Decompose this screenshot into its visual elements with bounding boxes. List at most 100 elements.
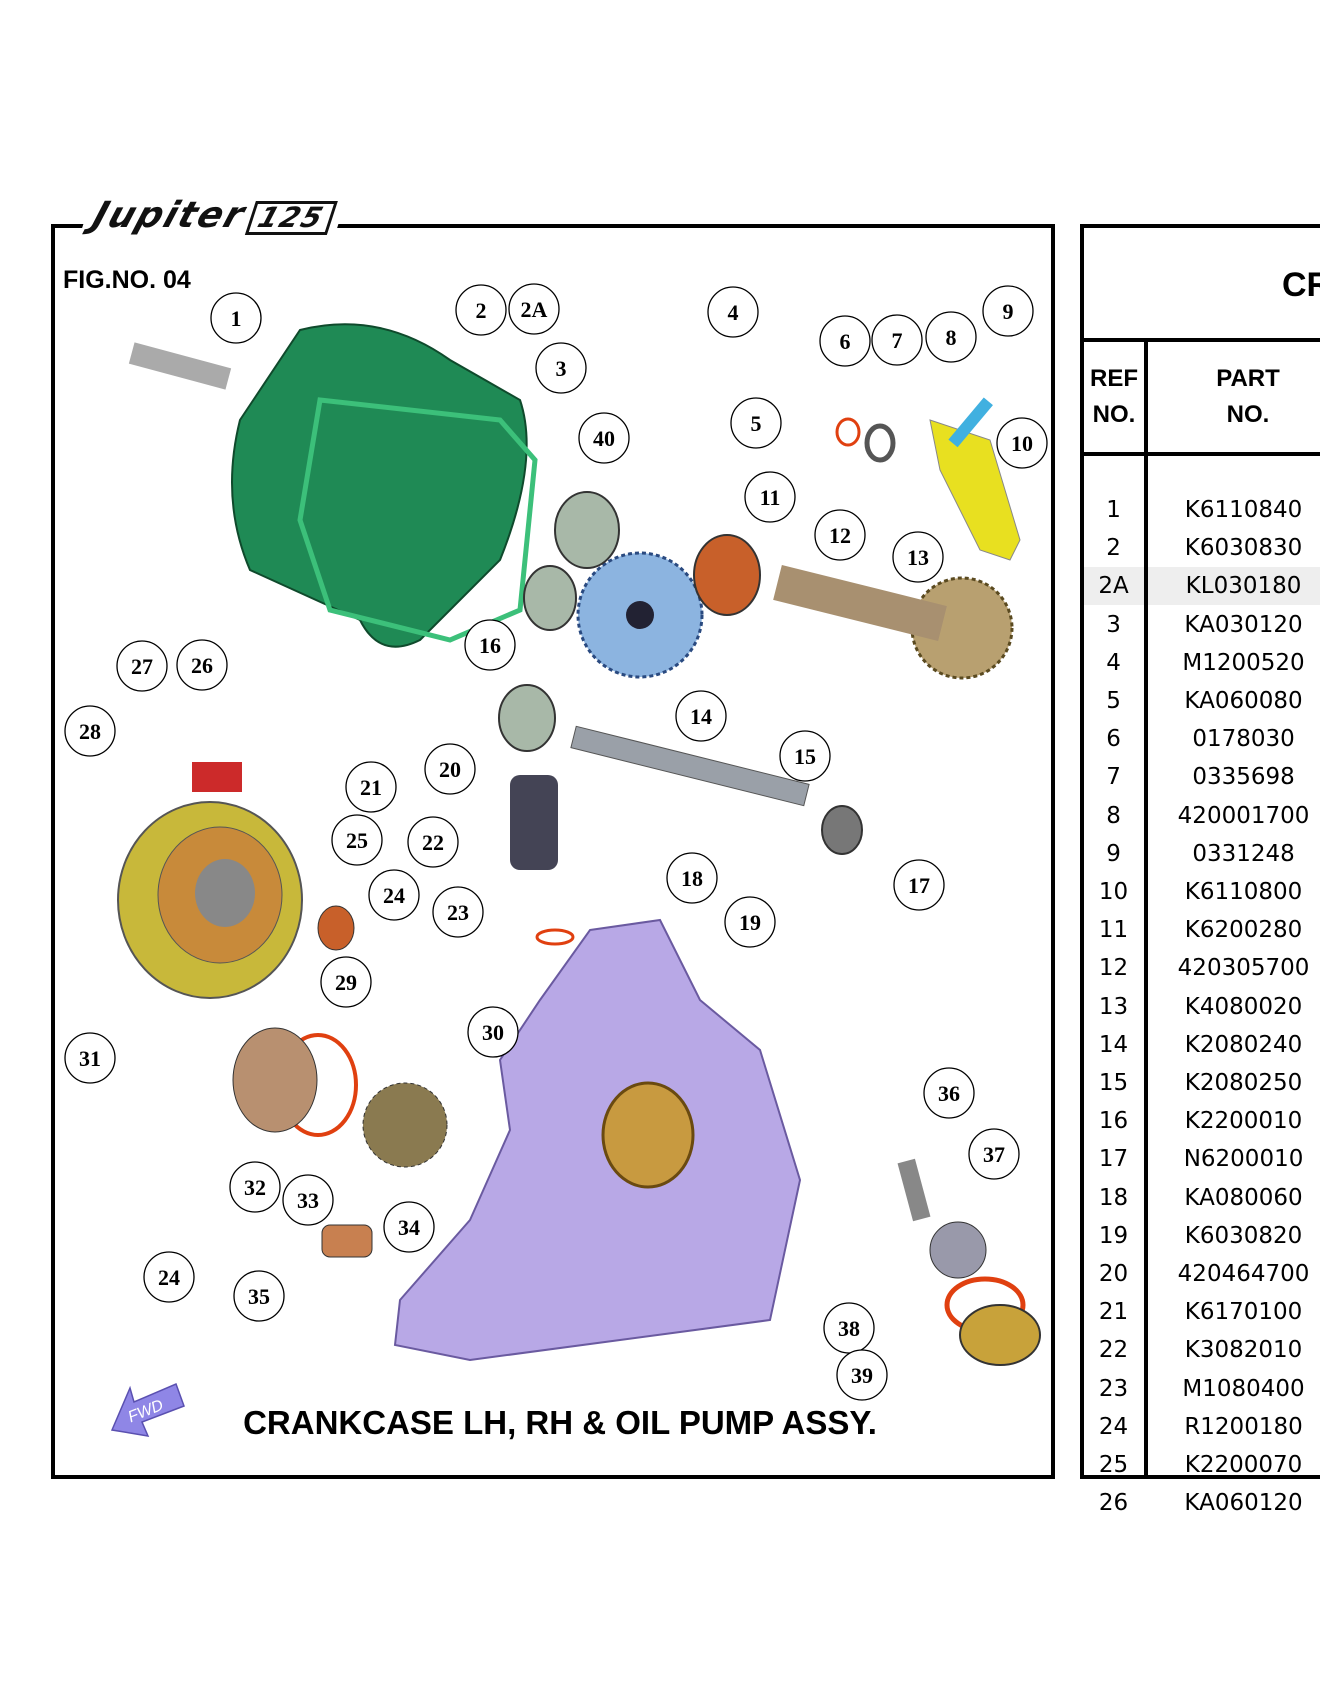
callout-label: 24 xyxy=(158,1265,180,1290)
col-part-line1: PART xyxy=(1216,365,1280,392)
callout-circle xyxy=(229,1161,281,1213)
crankcase-cover-lh xyxy=(231,323,528,648)
bearing-40 xyxy=(554,491,620,569)
callout-label: 29 xyxy=(335,970,357,995)
callout-label: 39 xyxy=(851,1363,873,1388)
callout-circle xyxy=(836,1349,888,1401)
seal-11 xyxy=(693,534,761,616)
ref-no: 14 xyxy=(1098,1031,1129,1058)
ref-no: 8 xyxy=(1106,802,1121,829)
oring-23 xyxy=(535,928,575,946)
ref-no: 5 xyxy=(1106,688,1121,714)
callout-label: 6 xyxy=(840,329,851,354)
callout-label: 33 xyxy=(297,1188,319,1213)
ref-no: 6 xyxy=(1106,726,1121,753)
callout-circle xyxy=(455,284,507,336)
part-no: K6170100 xyxy=(1184,1299,1303,1326)
part-no: K6200280 xyxy=(1184,917,1303,944)
callout-circle xyxy=(320,956,372,1008)
callout-circle xyxy=(871,314,923,366)
ref-no: 26 xyxy=(1098,1490,1129,1517)
part-no: K6110800 xyxy=(1184,879,1303,905)
callout-circle xyxy=(724,896,776,948)
callout-label: 15 xyxy=(794,744,816,769)
callout-label: 2A xyxy=(521,297,548,322)
plug-37 xyxy=(929,1221,987,1279)
washer-7 xyxy=(864,423,896,463)
callout-circle xyxy=(432,886,484,938)
callout-circle xyxy=(707,286,759,338)
part-no: 420305700 xyxy=(1177,955,1310,982)
callout-label: 32 xyxy=(244,1175,266,1200)
table-row: 20 420464700 xyxy=(1084,1255,1320,1293)
callout-label: 22 xyxy=(422,830,444,855)
bearing-16b xyxy=(498,684,556,752)
seal-25 xyxy=(317,905,355,951)
ref-no: 13 xyxy=(1098,993,1129,1020)
callout-circle xyxy=(996,417,1048,469)
part-no: 0335698 xyxy=(1192,764,1295,791)
callout-circle xyxy=(368,869,420,921)
callout-circle xyxy=(968,1128,1020,1180)
ref-no: 18 xyxy=(1098,1184,1129,1211)
oil-pump-cover-32 xyxy=(232,1027,318,1133)
callout-label: 7 xyxy=(892,328,903,353)
callout-label: 12 xyxy=(829,523,851,548)
callout-label: 40 xyxy=(593,426,615,451)
ref-no: 21 xyxy=(1098,1299,1129,1326)
fwd-arrow-icon: FWD xyxy=(110,1382,185,1437)
ref-no: 9 xyxy=(1106,840,1121,867)
callout-circle xyxy=(64,1032,116,1084)
ref-no: 3 xyxy=(1106,611,1121,638)
stator-hub xyxy=(195,859,255,927)
part-no: KA060120 xyxy=(1184,1490,1303,1517)
part-no: M1200520 xyxy=(1182,649,1305,676)
callout-label: 1 xyxy=(231,306,242,331)
seal-17 xyxy=(821,805,863,855)
callout-circle xyxy=(675,690,727,742)
callout-circle xyxy=(233,1270,285,1322)
callout-circle xyxy=(331,814,383,866)
logo-number: 125 xyxy=(244,201,338,235)
part-no: K2200010 xyxy=(1184,1108,1303,1135)
table-row: 21 K6170100 xyxy=(1084,1293,1320,1331)
part-no: KA080060 xyxy=(1184,1184,1303,1211)
callout-label: 3 xyxy=(556,356,567,381)
part-no: M1080400 xyxy=(1182,1375,1305,1402)
callout-circle xyxy=(578,412,630,464)
bearing-16 xyxy=(523,565,577,631)
part-no: K6030820 xyxy=(1184,1222,1303,1249)
col-ref-line2: NO. xyxy=(1092,401,1136,428)
callout-label: 4 xyxy=(728,300,739,325)
callout-circle xyxy=(893,859,945,911)
table-row: 9 0331248 xyxy=(1084,835,1320,873)
callout-label: 26 xyxy=(191,653,213,678)
ref-no: 19 xyxy=(1098,1222,1129,1249)
callout-circle xyxy=(383,1201,435,1253)
part-no: 420464700 xyxy=(1177,1261,1310,1287)
callout-label: 17 xyxy=(908,873,930,898)
callout-label: 9 xyxy=(1003,299,1014,324)
callout-label: 20 xyxy=(439,757,461,782)
callout-label: 36 xyxy=(938,1081,960,1106)
part-no: 0331248 xyxy=(1192,840,1295,867)
part-no: 420001700 xyxy=(1177,802,1310,829)
arm-10 xyxy=(929,419,1021,561)
callout-label: 30 xyxy=(482,1020,504,1045)
callout-label: 25 xyxy=(346,828,368,853)
callout-label: 16 xyxy=(479,633,501,658)
jupiter-125-logo: Jupiter125 xyxy=(79,195,348,236)
ref-no: 20 xyxy=(1098,1261,1129,1287)
